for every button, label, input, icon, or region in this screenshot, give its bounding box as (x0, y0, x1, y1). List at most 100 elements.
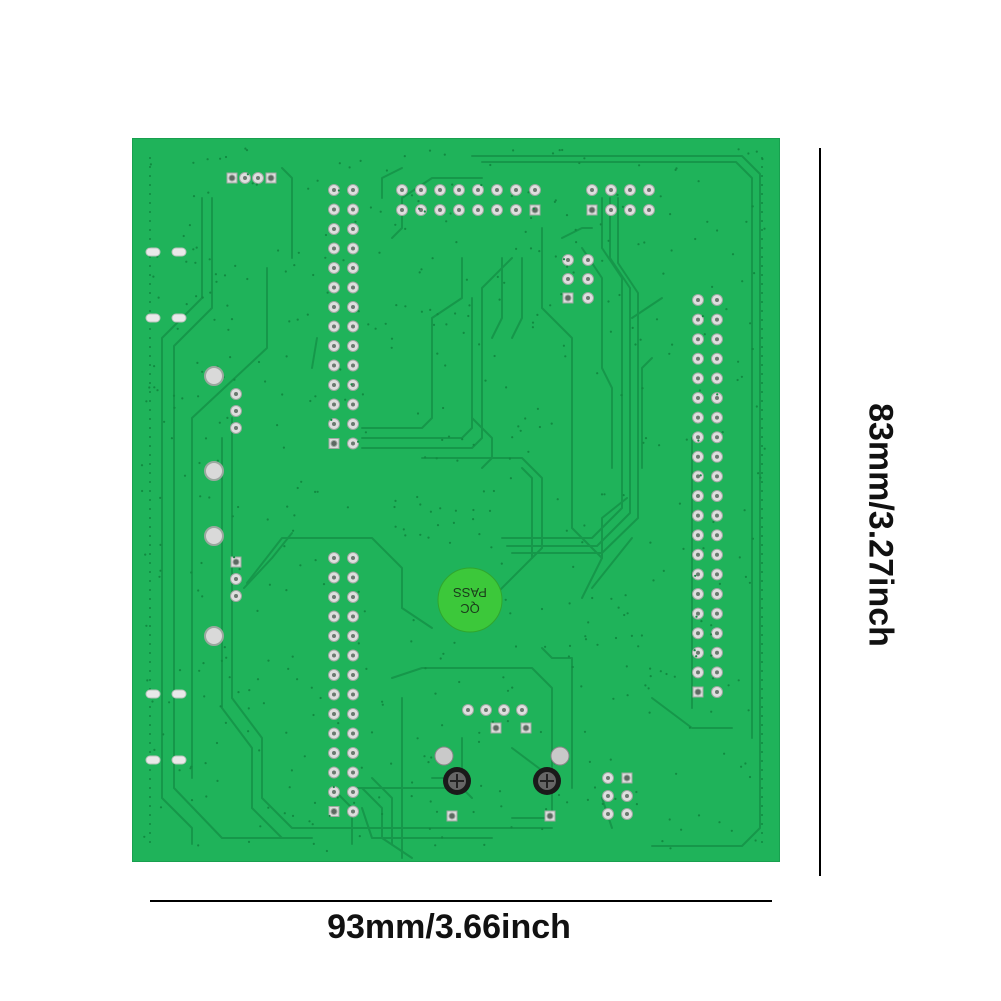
via (337, 189, 340, 192)
via (293, 514, 296, 517)
via (248, 689, 251, 692)
via (716, 393, 719, 396)
via (562, 258, 566, 261)
via (665, 672, 668, 676)
via (695, 655, 698, 658)
via (578, 161, 581, 165)
via (478, 343, 481, 346)
via (655, 318, 659, 321)
pin-hole (696, 631, 700, 636)
pin-hole (606, 794, 610, 798)
via (544, 645, 547, 648)
pin-hole (351, 188, 355, 192)
pin-hole (514, 188, 518, 192)
via (730, 829, 733, 832)
via (761, 778, 763, 780)
pin-hole (647, 208, 651, 212)
via (515, 247, 518, 250)
via (344, 398, 347, 401)
pin-pad (694, 688, 702, 696)
via (761, 697, 763, 699)
via (478, 731, 481, 734)
via (649, 675, 652, 678)
via (247, 730, 250, 733)
via (736, 378, 739, 382)
via (319, 696, 322, 700)
pin-hole (351, 712, 355, 716)
via (455, 241, 458, 244)
board-edge (132, 138, 780, 862)
via (609, 330, 612, 333)
pin-hole (351, 344, 355, 348)
via (519, 429, 522, 432)
via (423, 755, 426, 758)
via (296, 486, 299, 490)
pin-hole (351, 266, 355, 270)
via (538, 425, 541, 429)
pin-hole (715, 337, 719, 342)
via (381, 812, 384, 816)
via (721, 431, 724, 434)
via (586, 798, 589, 802)
via (149, 409, 151, 411)
via (600, 493, 604, 496)
via (149, 661, 151, 663)
via (601, 802, 604, 806)
via (427, 536, 430, 539)
via (448, 541, 452, 544)
via (213, 318, 216, 321)
via (418, 207, 421, 210)
via (445, 220, 448, 223)
via (761, 562, 763, 564)
via (755, 150, 758, 153)
via (308, 820, 311, 823)
via (761, 589, 763, 591)
via (505, 386, 508, 389)
via (761, 616, 763, 618)
via (216, 779, 219, 783)
via (529, 247, 533, 250)
via (509, 477, 512, 480)
via (562, 344, 565, 347)
via (259, 825, 262, 828)
via (761, 841, 763, 843)
pin-hole (715, 552, 719, 557)
via (509, 612, 512, 615)
via (149, 715, 151, 717)
via (493, 354, 496, 358)
via (554, 255, 557, 258)
pin-hole (332, 653, 336, 658)
via (761, 166, 763, 168)
via (744, 575, 748, 578)
pin-hole (647, 188, 651, 192)
height-dimension-line (819, 148, 821, 876)
pin-hole (715, 513, 719, 518)
via (140, 464, 144, 467)
via (648, 711, 651, 714)
via (216, 459, 219, 462)
pin-hole (351, 207, 355, 212)
pin-hole (438, 188, 442, 192)
pin-hole (502, 708, 506, 712)
via (285, 355, 288, 358)
via (417, 200, 420, 203)
pin-hole (351, 692, 355, 697)
via (761, 202, 763, 204)
via (761, 400, 763, 402)
via (357, 642, 360, 645)
via (618, 293, 621, 297)
via (149, 265, 151, 267)
via (498, 790, 502, 793)
via (181, 397, 184, 400)
via (151, 700, 154, 703)
via (296, 678, 299, 681)
pin-pad (492, 724, 500, 732)
via (484, 379, 487, 382)
via (419, 503, 422, 506)
via (754, 839, 757, 842)
via (647, 687, 650, 690)
via (761, 652, 763, 654)
via (761, 796, 763, 798)
via (761, 634, 763, 636)
via (246, 277, 249, 281)
